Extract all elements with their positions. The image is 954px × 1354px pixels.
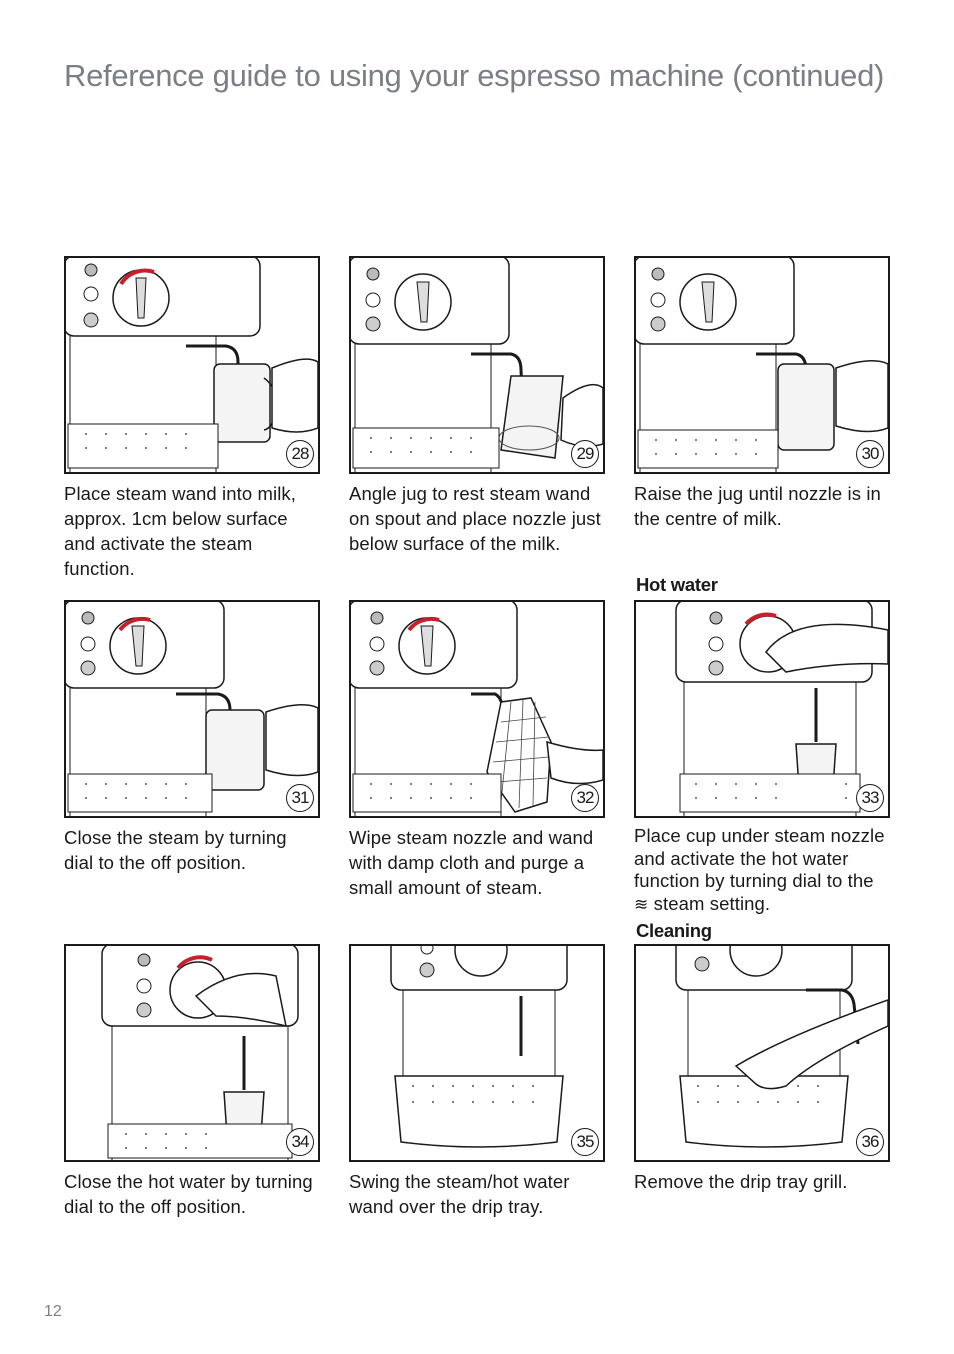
step-34: 34 Close the hot water by turning dial t… [64, 944, 320, 1219]
section-heading-cleaning: Cleaning [636, 920, 712, 941]
step-30: 30 Raise the jug until nozzle is in the … [634, 256, 890, 531]
step-29: 29 Angle jug to rest steam wand on spout… [349, 256, 605, 556]
step-number-badge: 31 [286, 784, 314, 812]
illustration-wipe-nozzle: 32 [349, 600, 605, 818]
machine-illustration [675, 602, 888, 816]
step-caption: Place cup under steam nozzle and activat… [634, 825, 890, 916]
machine-illustration [66, 602, 318, 816]
step-number-badge: 34 [286, 1128, 314, 1156]
illustration-steam-wand-in-milk: 28 [64, 256, 320, 474]
step-31: 31 Close the steam by turning dial to th… [64, 600, 320, 875]
step-number-badge: 35 [571, 1128, 599, 1156]
step-number-badge: 32 [571, 784, 599, 812]
page-title: Reference guide to using your espresso m… [64, 58, 885, 93]
illustration-swing-wand: 35 [349, 944, 605, 1162]
machine-illustration [351, 602, 603, 816]
illustration-raise-jug: 30 [634, 256, 890, 474]
steam-icon: ≋ [634, 894, 649, 914]
machine-illustration [66, 258, 318, 472]
step-caption: Close the hot water by turning dial to t… [64, 1171, 313, 1217]
section-heading-hot-water: Hot water [636, 574, 718, 595]
step-28: 28 Place steam wand into milk, approx. 1… [64, 256, 320, 581]
step-caption: Close the steam by turning dial to the o… [64, 827, 287, 873]
illustration-remove-grill: 36 [634, 944, 890, 1162]
step-35: 35 Swing the steam/hot water wand over t… [349, 944, 605, 1219]
machine-illustration [675, 946, 888, 1148]
step-number-badge: 36 [856, 1128, 884, 1156]
machine-illustration [351, 258, 603, 472]
step-number-badge: 30 [856, 440, 884, 468]
step-33: 33 Place cup under steam nozzle and acti… [634, 600, 890, 916]
step-caption: Angle jug to rest steam wand on spout an… [349, 483, 601, 554]
machine-illustration [636, 258, 888, 472]
step-caption-part-a: Place cup under steam nozzle and activat… [634, 825, 885, 891]
machine-illustration [390, 946, 568, 1148]
step-number-badge: 33 [856, 784, 884, 812]
step-32: 32 Wipe steam nozzle and wand with damp … [349, 600, 605, 900]
step-caption: Raise the jug until nozzle is in the cen… [634, 483, 881, 529]
illustration-close-hot-water: 34 [64, 944, 320, 1162]
illustration-angle-jug: 29 [349, 256, 605, 474]
illustration-close-steam: 31 [64, 600, 320, 818]
step-caption: Remove the drip tray grill. [634, 1171, 848, 1192]
step-caption: Place steam wand into milk, approx. 1cm … [64, 483, 296, 579]
step-number-badge: 28 [286, 440, 314, 468]
step-caption: Swing the steam/hot water wand over the … [349, 1171, 570, 1217]
step-caption: Wipe steam nozzle and wand with damp clo… [349, 827, 594, 898]
illustration-hot-water-cup: 33 [634, 600, 890, 818]
step-caption-part-b: steam setting. [653, 892, 771, 914]
page-number: 12 [44, 1303, 62, 1320]
step-36: 36 Remove the drip tray grill. [634, 944, 890, 1194]
machine-illustration [101, 946, 299, 1160]
step-number-badge: 29 [571, 440, 599, 468]
